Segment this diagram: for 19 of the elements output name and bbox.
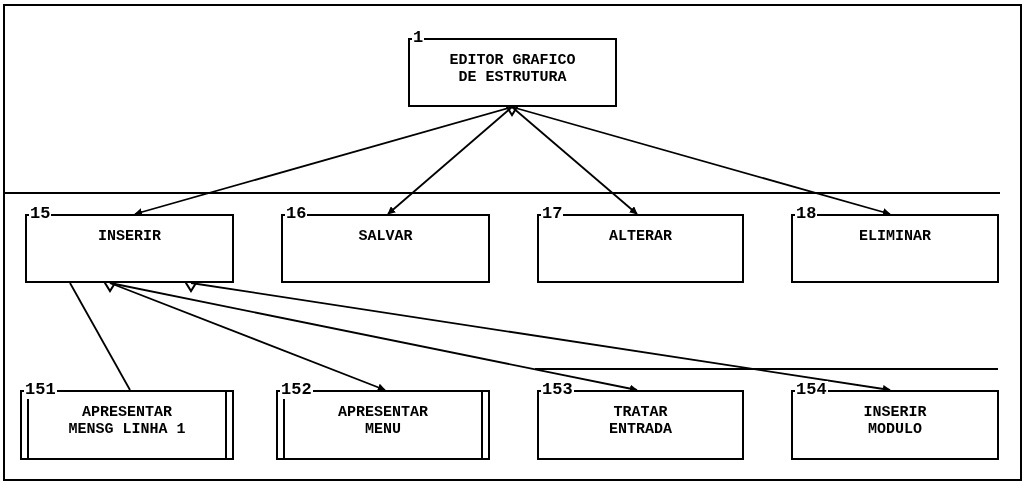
module-number: 152	[280, 381, 313, 399]
module-name: APRESENTAR MENU	[337, 404, 429, 438]
connector-line	[511, 106, 891, 216]
connector-line	[109, 282, 386, 392]
connector-line	[134, 106, 513, 216]
connector-line	[387, 106, 513, 215]
module-name: INSERIR	[98, 228, 161, 245]
module-name: APRESENTAR MENSG LINHA 1	[68, 404, 186, 438]
module-name: TRATAR ENTRADA	[608, 404, 673, 438]
connector-line	[190, 282, 891, 393]
module-name: SALVAR	[358, 228, 413, 245]
connector-line	[511, 106, 638, 215]
module-name: EDITOR GRAFICO DE ESTRUTURA	[448, 52, 577, 86]
module-name: ELIMINAR	[859, 228, 931, 245]
connector-line	[69, 282, 131, 391]
module-name: INSERIR MODULO	[862, 404, 928, 438]
module-name: ALTERAR	[609, 228, 672, 245]
module-number: 151	[24, 381, 57, 399]
connector-line	[109, 282, 638, 393]
